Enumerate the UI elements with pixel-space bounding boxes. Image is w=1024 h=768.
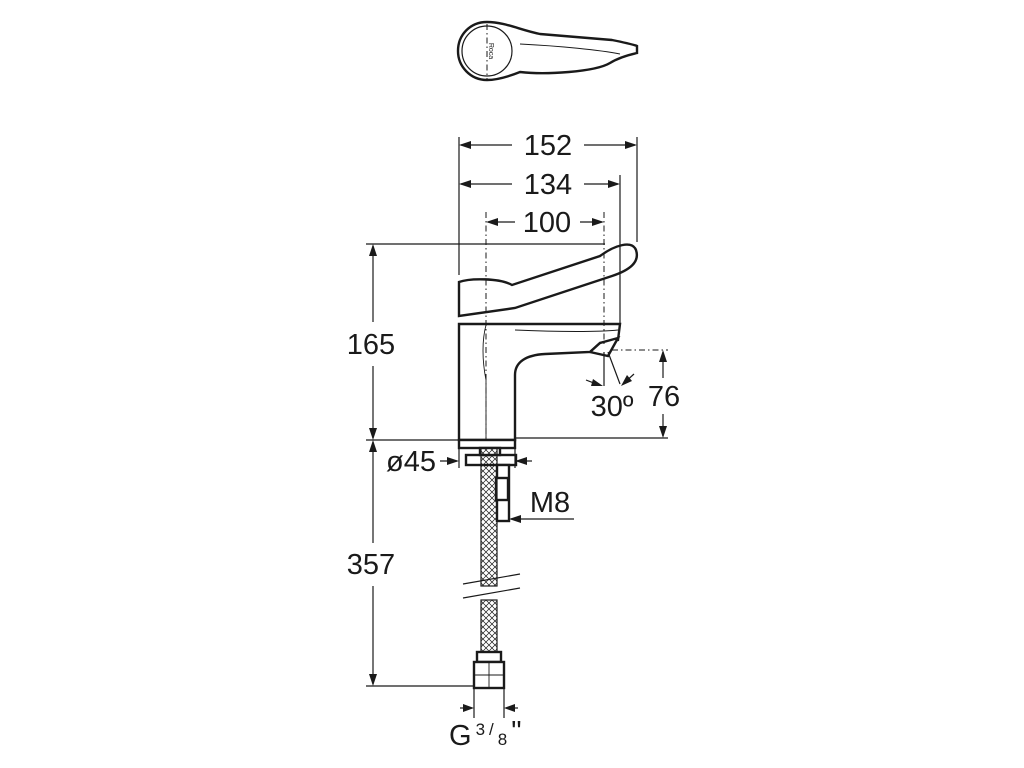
dim-76: [515, 349, 668, 439]
dim-thread-label: M8: [530, 487, 570, 519]
dim-152: [458, 137, 638, 275]
top-view: Roca: [456, 20, 639, 82]
dim-357: [366, 440, 474, 687]
dim-134: [459, 175, 621, 325]
brand-logo: Roca: [487, 43, 494, 59]
connection-unit: ": [511, 716, 521, 748]
dim-base-diameter-label: ø45: [386, 446, 436, 478]
dim-axis-distance: 100: [523, 207, 571, 239]
dim-connection-label: G 3 / 8 ": [449, 716, 522, 752]
flexible-hose: [462, 447, 521, 690]
connection-numerator: 3: [476, 720, 485, 739]
connection-main: G: [449, 720, 472, 752]
dim-base-diameter: [440, 442, 532, 468]
dim-spout-height: 76: [648, 381, 680, 413]
connection-denominator: 8: [498, 730, 507, 749]
dim-overall-width: 152: [524, 130, 572, 162]
dim-100: [486, 218, 604, 226]
dim-height: 165: [347, 329, 395, 361]
dim-thread: [509, 515, 574, 523]
dim-165: [366, 243, 605, 441]
dim-connection: [460, 688, 518, 718]
dim-spout-angle: 30º: [591, 391, 634, 423]
dim-lever-width: 134: [524, 169, 572, 201]
dim-hose-length: 357: [347, 549, 395, 581]
connection-slash: /: [489, 720, 494, 739]
